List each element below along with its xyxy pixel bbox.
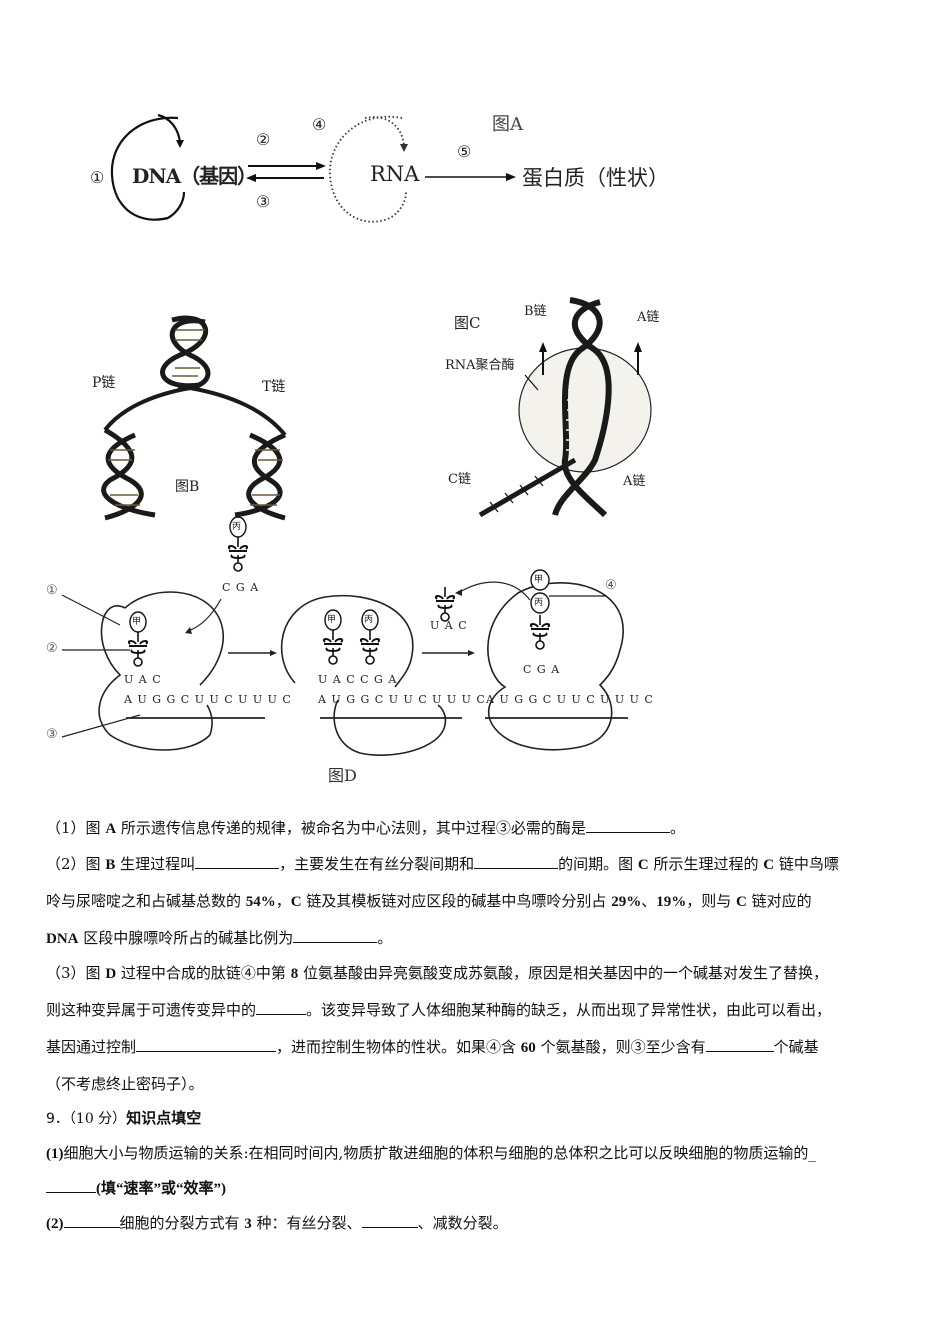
q9-header: 9．（10 分）知识点填空 bbox=[46, 1100, 201, 1137]
marker-2: ② bbox=[256, 130, 271, 149]
question-2: （2）图 B 生理过程叫，主要发生在有丝分裂间期和的间期。图 C 所示生理过程的… bbox=[46, 846, 916, 957]
stage3-amino-bing: 丙 bbox=[534, 598, 544, 608]
q2-adenine-ratio-blank[interactable] bbox=[293, 928, 378, 943]
q3-line-2: 则这种变异属于可遗传变异中的。该变异导致了人体细胞某种酶的缺乏，从而出现了异常性… bbox=[46, 1000, 832, 1019]
marker-3: ③ bbox=[256, 192, 271, 211]
q3-control-mechanism-blank[interactable] bbox=[136, 1037, 277, 1052]
marker-2-trna: ② bbox=[46, 641, 58, 656]
t-strand-label: T链 bbox=[262, 379, 286, 395]
question-1: （1）图 A 所示遗传信息传递的规律，被命名为中心法则，其中过程③必需的酶是。 bbox=[46, 810, 916, 847]
c-strand-label: C链 bbox=[448, 472, 471, 487]
q3-line-3: 基因通过控制，进而控制生物体的性状。如果④含 60 个氨基酸，则③至少含有个碱基 bbox=[46, 1037, 819, 1056]
marker-3-mrna: ③ bbox=[46, 727, 58, 742]
q3-variation-type-blank[interactable] bbox=[256, 1000, 307, 1015]
stage2-amino-jia: 甲 bbox=[327, 615, 337, 625]
q9-score: （10 分） bbox=[68, 1111, 127, 1127]
stage1-mrna: A U G G C U U C U U U C bbox=[124, 693, 292, 706]
figure-a-title: 图A bbox=[492, 114, 523, 135]
a-strand-bottom-label: A链 bbox=[623, 474, 646, 489]
stage2-amino-bing: 丙 bbox=[364, 615, 374, 625]
q2-line-2: 呤与尿嘧啶之和占碱基总数的 54%，C 链及其模板链对应区段的碱基中鸟嘌呤分别占… bbox=[46, 892, 812, 910]
q9-transport-blank[interactable] bbox=[46, 1178, 96, 1193]
figure-d-title: 图D bbox=[328, 766, 357, 785]
q9-title: 知识点填空 bbox=[126, 1111, 202, 1127]
marker-4: ④ bbox=[312, 115, 327, 134]
stage2-mrna: A U G G C U U C U U U C bbox=[318, 693, 486, 706]
figure-b: P链 T链 图B bbox=[80, 300, 310, 530]
transcription-diagram bbox=[478, 297, 652, 518]
marker-1-ribosome: ① bbox=[46, 583, 58, 598]
q3-line-1: （3）图 D 过程中合成的肽链④中第 8 位氨基酸由异亮氨酸变成苏氨酸，原因是相… bbox=[46, 964, 828, 982]
figure-c-title: 图C bbox=[454, 314, 481, 332]
figure-b-title: 图B bbox=[175, 479, 200, 495]
central-dogma-diagram bbox=[110, 113, 516, 223]
p-strand-label: P链 bbox=[92, 375, 116, 391]
q9-part1-line1: (1)细胞大小与物质运输的关系:在相同时间内,物质扩散进细胞的体积与细胞的总体积… bbox=[46, 1144, 816, 1162]
q1-line: （1）图 A 所示遗传信息传递的规律，被命名为中心法则，其中过程③必需的酶是。 bbox=[46, 818, 685, 837]
rna-polymerase-label: RNA聚合酶 bbox=[445, 358, 515, 373]
stage1-anticodon: U A C bbox=[124, 673, 162, 686]
amino-acid-bing-top: 丙 bbox=[232, 522, 242, 532]
q2-line-1: （2）图 B 生理过程叫，主要发生在有丝分裂间期和的间期。图 C 所示生理过程的… bbox=[46, 854, 839, 873]
figure-a: ① DNA（基因） ② ③ ④ RNA ⑤ 蛋白质（性状） 图A bbox=[80, 100, 700, 240]
question-3: （3）图 D 过程中合成的肽链④中第 8 位氨基酸由异亮氨酸变成苏氨酸，原因是相… bbox=[46, 955, 916, 1103]
a-strand-top-label: A链 bbox=[637, 310, 660, 325]
marker-1: ① bbox=[90, 168, 105, 187]
translation-diagram bbox=[61, 516, 628, 756]
question-9: 9．（10 分）知识点填空 (1)细胞大小与物质运输的关系:在相同时间内,物质扩… bbox=[46, 1100, 916, 1240]
q2-line-3: DNA 区段中腺嘌呤所占的碱基比例为。 bbox=[46, 928, 393, 947]
figure-d: ① ② ③ ④ 丙 C G A 甲 U A C A U G G C U U C … bbox=[40, 515, 653, 790]
stage3-anticodon: C G A bbox=[523, 663, 561, 676]
q9-part2: (2)细胞的分裂方式有 3 种：有丝分裂、、减数分裂。 bbox=[46, 1213, 508, 1232]
stage2-anticodons: U A C C G A bbox=[318, 673, 398, 686]
released-trna-anticodon: U A C bbox=[430, 619, 468, 632]
dna-replication-helix bbox=[101, 315, 287, 521]
free-trna-anticodon: C G A bbox=[222, 581, 260, 594]
q9-cell-type-blank[interactable] bbox=[63, 1213, 120, 1228]
dna-gene-label: DNA（基因） bbox=[132, 164, 257, 188]
stage3-mrna: A U G G C U U C U U U C bbox=[486, 693, 654, 706]
q2-process-blank[interactable] bbox=[195, 854, 280, 869]
q9-number: 9． bbox=[46, 1111, 69, 1127]
b-strand-label: B链 bbox=[524, 304, 547, 319]
marker-5: ⑤ bbox=[457, 142, 472, 161]
q3-line-4: （不考虑终止密码子）。 bbox=[46, 1075, 204, 1093]
q9-part1-line2: (填“速率”或“效率”) bbox=[46, 1170, 226, 1207]
q2-division-blank[interactable] bbox=[474, 854, 559, 869]
marker-4-peptide: ④ bbox=[605, 578, 617, 593]
stage3-amino-jia: 甲 bbox=[534, 575, 544, 585]
rna-label: RNA bbox=[370, 162, 420, 186]
figure-c: 图C B链 A链 RNA聚合酶 C链 A链 bbox=[430, 290, 670, 530]
q9-division-type-blank[interactable] bbox=[361, 1213, 418, 1228]
q3-base-count-blank[interactable] bbox=[705, 1037, 774, 1052]
q1-answer-blank[interactable] bbox=[585, 818, 670, 833]
protein-trait-label: 蛋白质（性状） bbox=[522, 166, 669, 190]
stage1-amino-jia: 甲 bbox=[132, 617, 142, 627]
